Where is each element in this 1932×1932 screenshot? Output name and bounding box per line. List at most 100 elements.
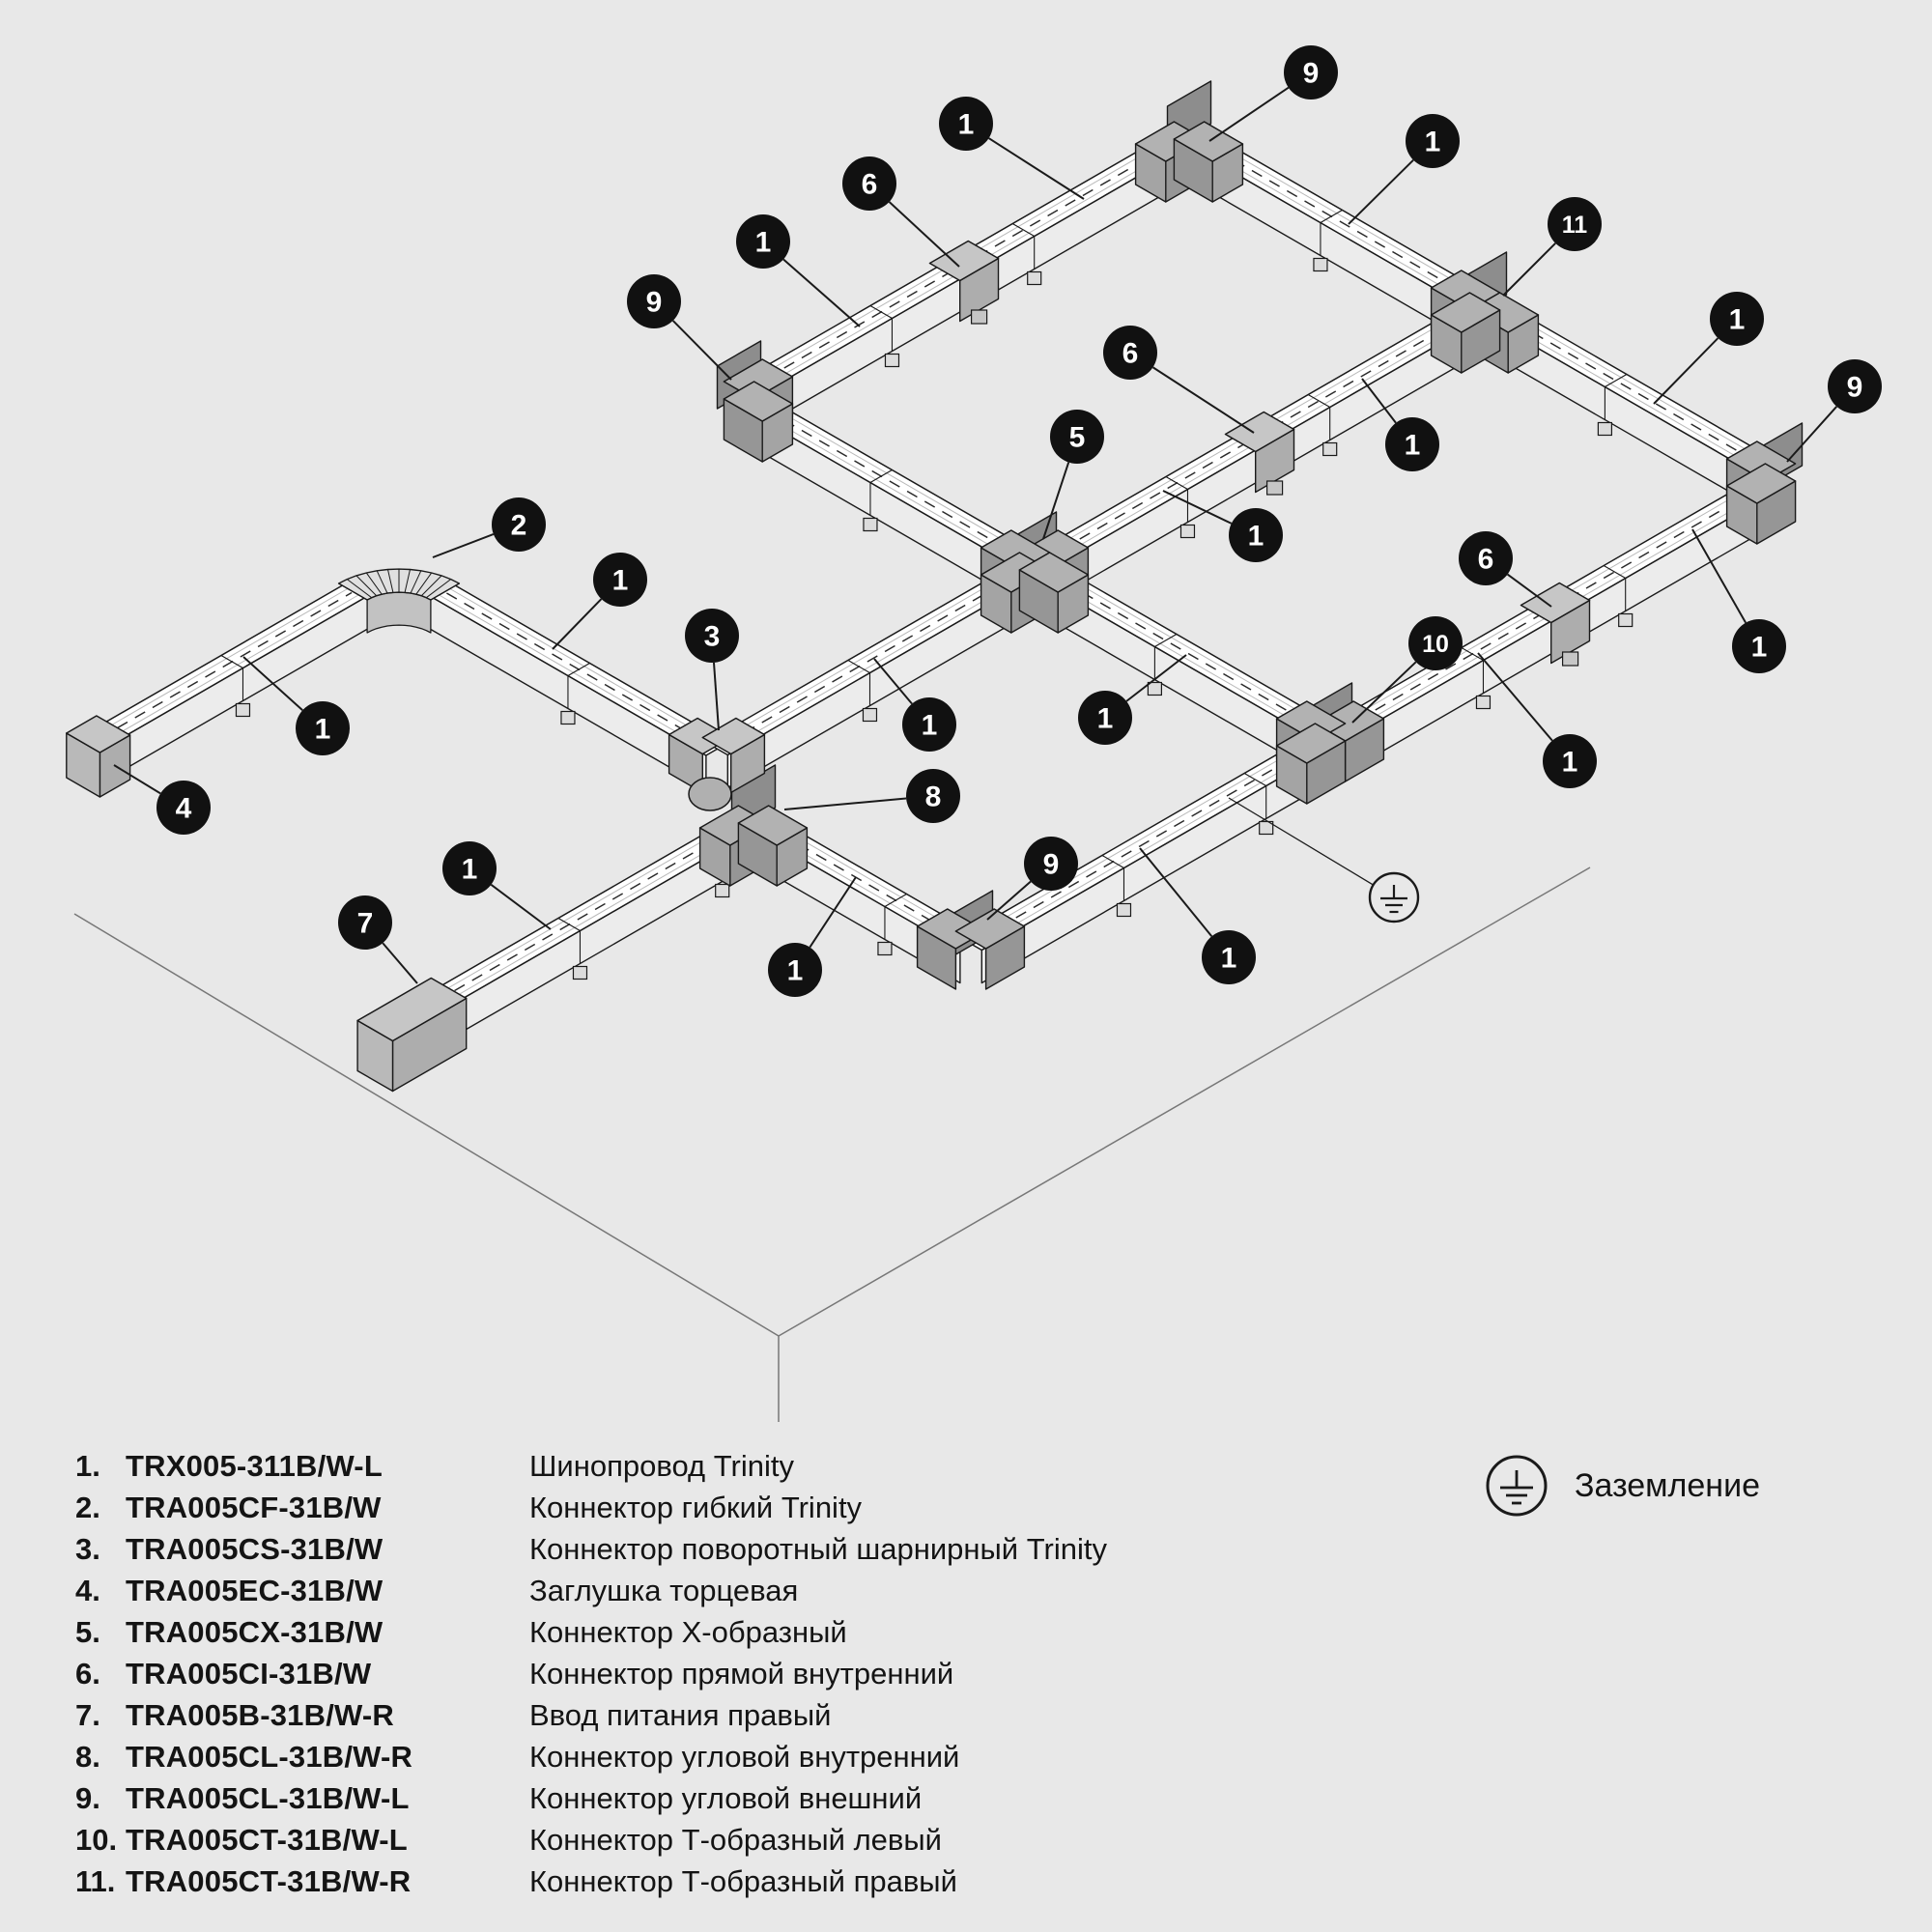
mount-clip: [1179, 524, 1196, 539]
callout-circle: [1732, 619, 1786, 673]
legend-item: 10.TRA005CT-31B/W-L Коннектор Т-образный …: [0, 1819, 1932, 1861]
connector-corner-9: [1725, 440, 1797, 545]
callout-number: 6: [1122, 338, 1139, 370]
callout-badge-5: 5: [1042, 410, 1104, 540]
mount-clip: [1147, 681, 1163, 696]
ground-icon: [1486, 1455, 1548, 1517]
callout-number: 9: [646, 287, 663, 319]
callout-number: 3: [704, 621, 721, 653]
connector-straight-6: [1520, 582, 1591, 667]
callout-circle: [685, 609, 739, 663]
callout-badge-1: 1: [736, 214, 861, 327]
callout-number: 6: [862, 169, 878, 201]
callout-number: 2: [511, 510, 527, 542]
mount-clip: [1259, 820, 1274, 836]
callout-badge-1: 1: [1477, 652, 1597, 788]
callout-circle: [1543, 734, 1597, 788]
callout-number: 4: [176, 793, 192, 825]
mount-clip: [235, 702, 251, 718]
callout-number: 11: [1562, 212, 1588, 239]
callout-badge-3: 3: [685, 609, 739, 731]
legend-item-description: Коннектор прямой внутренний: [529, 1657, 954, 1690]
callout-circle: [1229, 508, 1283, 562]
legend-item-number: 3.: [75, 1532, 100, 1566]
callout-circle: [902, 697, 956, 752]
legend-item-description: Коннектор Т-образный левый: [529, 1823, 942, 1857]
legend-item-code: TRA005CT-31B/W-L: [126, 1823, 408, 1857]
ground-symbol: [1368, 871, 1420, 923]
connector-tee-10: [1275, 700, 1385, 805]
callout-number: 9: [1303, 58, 1320, 90]
callout-number: 1: [958, 109, 975, 141]
legend-item-code: TRA005CT-31B/W-R: [126, 1864, 412, 1898]
legend-item-code: TRA005CX-31B/W: [126, 1615, 384, 1649]
legend-item-code: TRA005CS-31B/W: [126, 1532, 384, 1566]
callout-circle: [1406, 114, 1460, 168]
mount-clip: [1027, 270, 1042, 286]
legend-item-number: 8.: [75, 1740, 100, 1774]
legend-item-number: 7.: [75, 1698, 100, 1732]
legend-item-description: Коннектор X-образный: [529, 1615, 847, 1649]
callout-number: 1: [1221, 943, 1237, 975]
legend-item-code: TRA005CI-31B/W: [126, 1657, 372, 1690]
callout-circle: [593, 553, 647, 607]
callout-number: 9: [1847, 372, 1863, 404]
callout-number: 1: [462, 854, 478, 886]
callout-badge-11: 11: [1502, 197, 1602, 297]
callout-badge-1: 1: [1139, 847, 1256, 984]
callout-number: 1: [1751, 632, 1768, 664]
callout-circle: [1710, 292, 1764, 346]
legend-item-code: TRA005EC-31B/W: [126, 1574, 384, 1607]
callout-badge-6: 6: [842, 156, 960, 268]
legend-item-code: TRX005-311B/W-L: [126, 1449, 383, 1483]
floor-plane: [73, 867, 1591, 1422]
callout-circle: [1385, 417, 1439, 471]
legend-item-description: Шинопровод Trinity: [529, 1449, 794, 1483]
callout-circle: [1024, 837, 1078, 891]
mount-clip: [884, 353, 900, 368]
callout-number: 7: [357, 908, 374, 940]
callout-badge-1: 1: [873, 658, 956, 752]
callout-badge-1: 1: [442, 841, 552, 930]
callout-circle: [906, 769, 960, 823]
callout-circle: [296, 701, 350, 755]
connector-tee-11: [1430, 270, 1540, 374]
legend-item-code: TRA005CL-31B/W-L: [126, 1781, 410, 1815]
callout-badge-9: 9: [627, 274, 732, 381]
legend-item-code: TRA005CF-31B/W: [126, 1491, 382, 1524]
callout-number: 5: [1069, 422, 1086, 454]
mount-clip: [715, 883, 730, 898]
callout-circle: [338, 895, 392, 950]
connector-straight-6: [1224, 411, 1295, 496]
callout-badge-1: 1: [1691, 528, 1786, 673]
callout-badge-1: 1: [1078, 654, 1187, 745]
callout-circle: [1202, 930, 1256, 984]
callout-number: 1: [612, 565, 629, 597]
legend-item-number: 10.: [75, 1823, 118, 1857]
callout-circle: [939, 97, 993, 151]
callout-badge-9: 9: [1208, 45, 1338, 142]
legend-item-number: 9.: [75, 1781, 100, 1815]
callout-number: 1: [315, 714, 331, 746]
connector-corner-9: [916, 908, 1026, 990]
connector-corner-9: [723, 358, 794, 463]
mount-clip: [877, 941, 893, 956]
legend-item-description: Коннектор угловой внутренний: [529, 1740, 960, 1774]
mount-clip: [1313, 257, 1328, 272]
mount-clip: [862, 707, 878, 723]
callout-circle: [842, 156, 896, 211]
mount-clip: [560, 710, 576, 725]
callout-circle: [442, 841, 497, 895]
callout-circle: [1284, 45, 1338, 99]
legend-item-description: Коннектор гибкий Trinity: [529, 1491, 863, 1524]
callout-circle: [1828, 359, 1882, 413]
